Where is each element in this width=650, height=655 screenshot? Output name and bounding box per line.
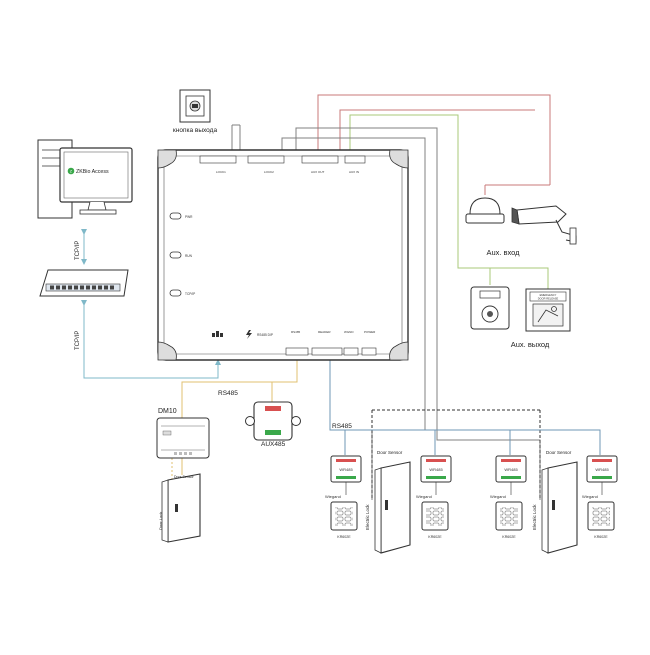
monitor-app-title: ZKBio Access bbox=[76, 169, 109, 175]
aux485-module bbox=[245, 401, 301, 441]
dm10-door-icon bbox=[161, 473, 201, 543]
sign-line1: EMERGENCY bbox=[540, 293, 557, 297]
sign-line2: DOOR RELEASE bbox=[538, 297, 559, 301]
wiegand-label: Wiegand bbox=[416, 494, 432, 499]
aux-in-label: AUX IN bbox=[349, 170, 359, 174]
keypad-label: KR602E bbox=[502, 535, 516, 539]
run-led-label: RUN bbox=[185, 254, 193, 258]
network-switch bbox=[39, 269, 129, 297]
reader-set-1: WR485 Wiegand KR602E bbox=[325, 455, 362, 539]
door-sensor-label-2: Door Sensor bbox=[546, 450, 572, 455]
wiegand-label: Wiegand bbox=[582, 494, 598, 499]
run-led bbox=[169, 251, 182, 259]
emergency-release-icon: EMERGENCY DOOR RELEASE bbox=[525, 288, 571, 332]
rs485-left-label: RS485 bbox=[218, 390, 238, 397]
lock1-label: LOCK1 bbox=[216, 170, 226, 174]
converter-label: WR485 bbox=[504, 467, 518, 472]
keypad-label: KR602E bbox=[428, 535, 442, 539]
aux485-green-terminal bbox=[265, 430, 281, 435]
control-panel: LOCK1 LOCK2 AUX OUT AUX IN PWR RUN TCP/I… bbox=[157, 149, 409, 361]
keypad-label: KR602E bbox=[337, 535, 351, 539]
tcpip-label-top: TCP/IP bbox=[75, 241, 81, 260]
exit-button-label: кнопка выхода bbox=[173, 127, 218, 134]
converter-label: WR485 bbox=[429, 467, 443, 472]
dm10-door-sensor-label: Door Sensor bbox=[174, 475, 194, 479]
aux485-label: AUX485 bbox=[261, 441, 286, 448]
rs485-block-label: RS485 bbox=[291, 330, 301, 334]
door-1-icon bbox=[374, 461, 411, 554]
reader-set-3: WR485 Wiegand KR602E bbox=[490, 455, 527, 539]
tcpip-led bbox=[169, 289, 182, 297]
dm10-label: DM10 bbox=[158, 408, 177, 415]
reader-set-4: WR485 Wiegand KR602E bbox=[582, 455, 618, 539]
camera-icon bbox=[511, 205, 577, 245]
siren-icon bbox=[469, 197, 501, 215]
keypad-label: KR602E bbox=[594, 535, 608, 539]
svg-text:Z: Z bbox=[70, 170, 73, 174]
dm10-module bbox=[156, 417, 210, 459]
aux-in-caption: Aux. вход bbox=[486, 248, 520, 257]
rs485-right-label: RS485 bbox=[332, 423, 352, 430]
converter-label: WR485 bbox=[339, 467, 353, 472]
tcpip-led-label: TCP/IP bbox=[185, 292, 195, 296]
wgnd-block-label: WGND bbox=[344, 330, 354, 334]
aux485-red-terminal bbox=[265, 406, 281, 411]
door-sensor-label-1: Door Sensor bbox=[377, 450, 403, 455]
aux-out-caption: Aux. выход bbox=[511, 340, 550, 349]
electric-lock-label-1: Electric Lock bbox=[365, 504, 370, 530]
zkbio-logo-icon bbox=[67, 167, 75, 175]
dm10-door-lock-label: Door Lock bbox=[158, 512, 163, 530]
motion-sensor-icon bbox=[470, 286, 510, 330]
tcpip-label-bottom: TCP/IP bbox=[75, 331, 81, 350]
aux-out-label: AUX OUT bbox=[311, 170, 325, 174]
aux-output-devices: EMERGENCY DOOR RELEASE bbox=[470, 286, 571, 332]
reader-block-label: READER bbox=[318, 330, 331, 334]
converter-label: WR485 bbox=[595, 467, 609, 472]
computer: Z ZKBio Access bbox=[37, 139, 133, 219]
pwr-led bbox=[169, 212, 182, 220]
door-2-icon bbox=[541, 461, 578, 554]
lock2-label: LOCK2 bbox=[264, 170, 274, 174]
ethernet-port-icon bbox=[212, 331, 223, 337]
electric-lock-label-2: Electric Lock bbox=[532, 504, 537, 530]
wiegand-label: Wiegand bbox=[325, 494, 341, 499]
power-block-label: POWER bbox=[364, 330, 376, 334]
aux-input-devices bbox=[465, 197, 577, 245]
wiegand-label: Wiegand bbox=[490, 494, 506, 499]
power-bolt-icon bbox=[246, 330, 252, 339]
pwr-led-label: PWR bbox=[185, 215, 193, 219]
exit-button-device bbox=[179, 89, 211, 123]
wires bbox=[81, 94, 601, 500]
rs485-dip-label: RS485 DIP bbox=[257, 333, 273, 337]
reader-set-2: WR485 Wiegand KR602E bbox=[416, 455, 452, 539]
